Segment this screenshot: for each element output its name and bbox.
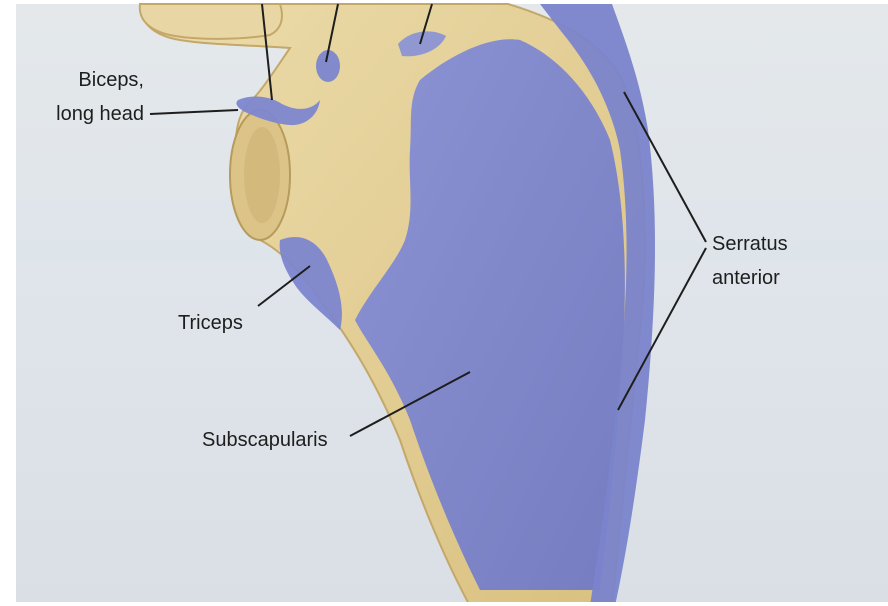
label-subscapularis: Subscapularis bbox=[202, 429, 328, 451]
label-triceps: Triceps bbox=[178, 312, 243, 334]
label-biceps-line2: long head bbox=[56, 103, 144, 125]
left-border bbox=[0, 0, 16, 606]
glenoid-inner bbox=[244, 127, 280, 223]
label-biceps-line1: Biceps, bbox=[78, 69, 144, 91]
label-serratus-line1: Serratus bbox=[712, 233, 788, 255]
label-serratus-line2: anterior bbox=[712, 267, 780, 289]
bottom-border bbox=[0, 602, 888, 606]
